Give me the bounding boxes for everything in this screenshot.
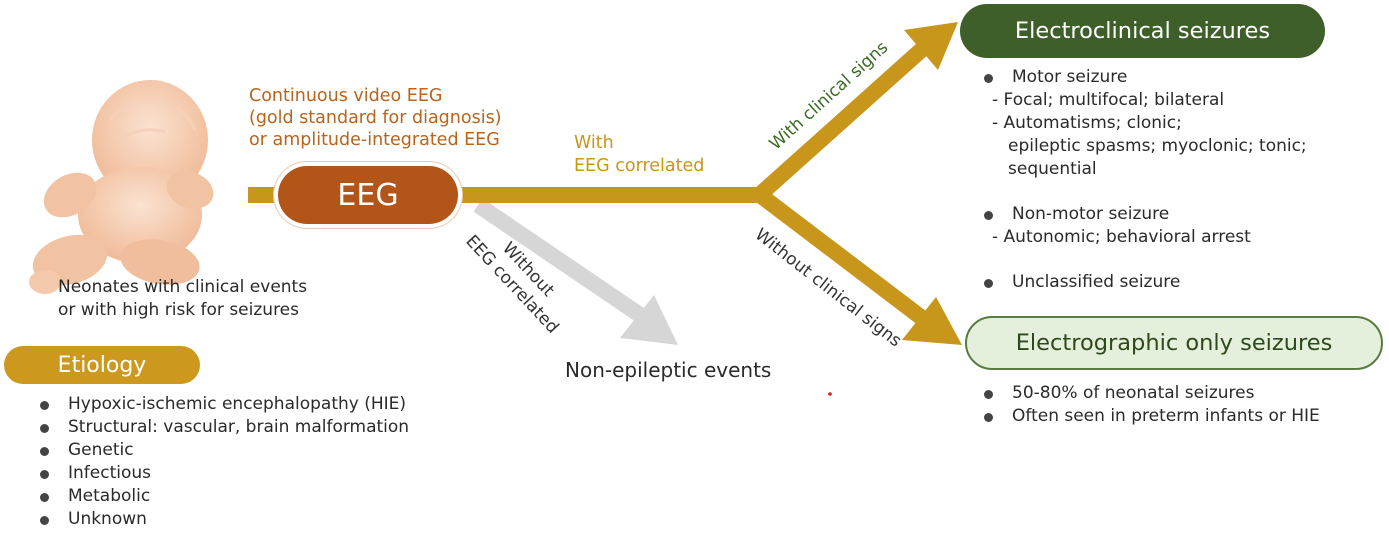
electroclinical-seizures-box: Electroclinical seizures bbox=[960, 4, 1325, 58]
neonate-caption: Neonates with clinical events or with hi… bbox=[58, 276, 307, 322]
electrographic-item: Often seen in preterm infants or HIE bbox=[980, 405, 1320, 428]
electroclinical-details: Motor seizure - Focal; multifocal; bilat… bbox=[980, 66, 1307, 294]
etiology-item: Infectious bbox=[36, 462, 409, 485]
without-eeg-arrow bbox=[473, 198, 678, 345]
with-eeg-correlated-line: With bbox=[574, 133, 614, 153]
unclassified-seizure-item: Unclassified seizure bbox=[980, 271, 1307, 294]
non-motor-subitem: - Autonomic; behavioral arrest bbox=[992, 227, 1251, 247]
motor-subitem-continued: sequential bbox=[1008, 159, 1097, 179]
motor-subitem: - Focal; multifocal; bilateral bbox=[992, 90, 1225, 110]
eeg-node: EEG bbox=[278, 166, 458, 224]
etiology-list: Hypoxic-ischemic encephalopathy (HIE) St… bbox=[36, 393, 409, 531]
etiology-item: Structural: vascular, brain malformation bbox=[36, 416, 409, 439]
non-epileptic-events-label: Non-epileptic events bbox=[565, 358, 772, 382]
etiology-item: Metabolic bbox=[36, 485, 409, 508]
non-motor-seizure-item: Non-motor seizure bbox=[980, 203, 1307, 226]
with-eeg-correlated-label: With EEG correlated bbox=[574, 132, 704, 178]
electrographic-only-seizures-box: Electrographic only seizures bbox=[965, 316, 1383, 370]
neonate-illustration bbox=[29, 80, 214, 294]
eeg-method-text: Continuous video EEG (gold standard for … bbox=[249, 85, 502, 151]
electrographic-item: 50-80% of neonatal seizures bbox=[980, 382, 1320, 405]
etiology-item: Unknown bbox=[36, 508, 409, 531]
etiology-item: Hypoxic-ischemic encephalopathy (HIE) bbox=[36, 393, 409, 416]
motor-subitem: - Automatisms; clonic; bbox=[992, 113, 1182, 133]
stray-dot bbox=[828, 392, 832, 396]
electrographic-details: 50-80% of neonatal seizures Often seen i… bbox=[980, 382, 1320, 428]
eeg-method-line: or amplitude-integrated EEG bbox=[249, 130, 500, 150]
motor-seizure-item: Motor seizure bbox=[980, 66, 1307, 89]
upper-arrowhead bbox=[904, 22, 958, 70]
eeg-method-line: (gold standard for diagnosis) bbox=[249, 108, 502, 128]
etiology-box: Etiology bbox=[4, 346, 200, 384]
neonate-caption-line: Neonates with clinical events bbox=[58, 277, 308, 297]
with-eeg-correlated-line: EEG correlated bbox=[574, 156, 705, 176]
etiology-item: Genetic bbox=[36, 439, 409, 462]
lower-arrowhead bbox=[902, 297, 962, 345]
eeg-method-line: Continuous video EEG bbox=[249, 86, 443, 106]
neonate-caption-line: or with high risk for seizures bbox=[58, 300, 299, 320]
motor-subitem-continued: epileptic spasms; myoclonic; tonic; bbox=[1008, 136, 1307, 156]
